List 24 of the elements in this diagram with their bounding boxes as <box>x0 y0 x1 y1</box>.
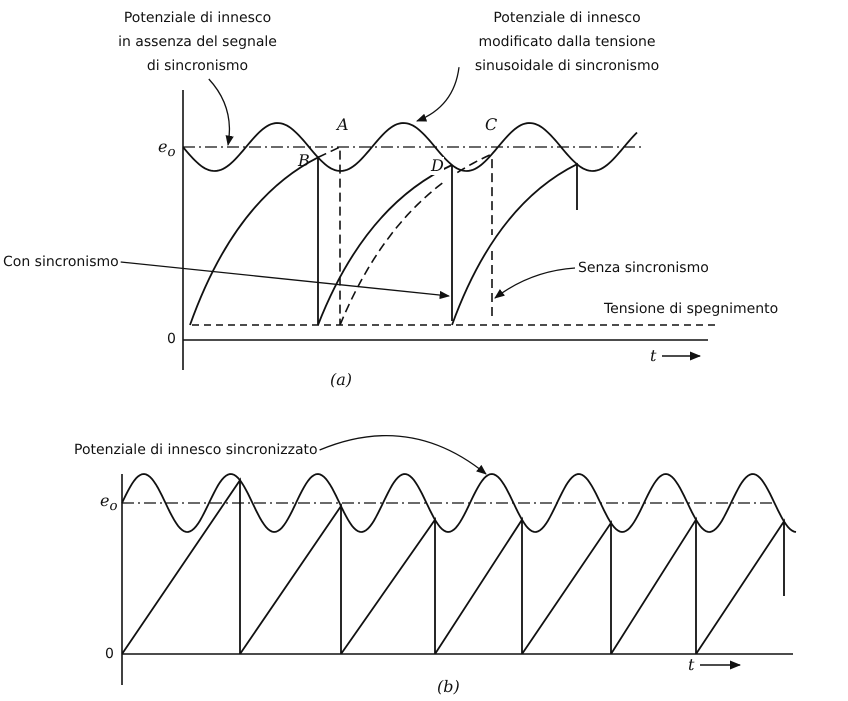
leader-line <box>208 78 234 146</box>
panel-label: (b) <box>437 678 460 696</box>
leader-line <box>416 67 460 122</box>
axis-label: 0 <box>105 645 114 663</box>
point-label: C <box>485 116 498 134</box>
axis-label: 0 <box>167 330 176 348</box>
callout-label: Potenziale di innesco modificato dalla tensione sinusoidale di sincronismo <box>462 6 672 78</box>
point-label: A <box>337 116 349 134</box>
leader-line <box>494 267 576 299</box>
sine-wave <box>121 473 797 533</box>
callout-label: Senza sincronismo <box>578 256 709 280</box>
axis-label: t <box>650 347 656 365</box>
axis-label: t <box>688 656 694 674</box>
point-label: D <box>431 157 444 175</box>
level-label: e$_{o}$ <box>100 492 118 516</box>
level-label: Tensione di spegnimento <box>604 300 778 318</box>
panel-label: (a) <box>330 371 352 389</box>
callout-label: Potenziale di innesco in assenza del segnale di sincronismo <box>117 6 278 78</box>
callout-label: Con sincronismo <box>3 250 119 274</box>
callout-label: Potenziale di innesco sincronizzato <box>74 438 318 462</box>
leader-line <box>120 261 450 300</box>
vertical-line <box>451 165 453 321</box>
level-label: e$_{o}$ <box>158 138 176 162</box>
leader-line <box>319 435 487 475</box>
